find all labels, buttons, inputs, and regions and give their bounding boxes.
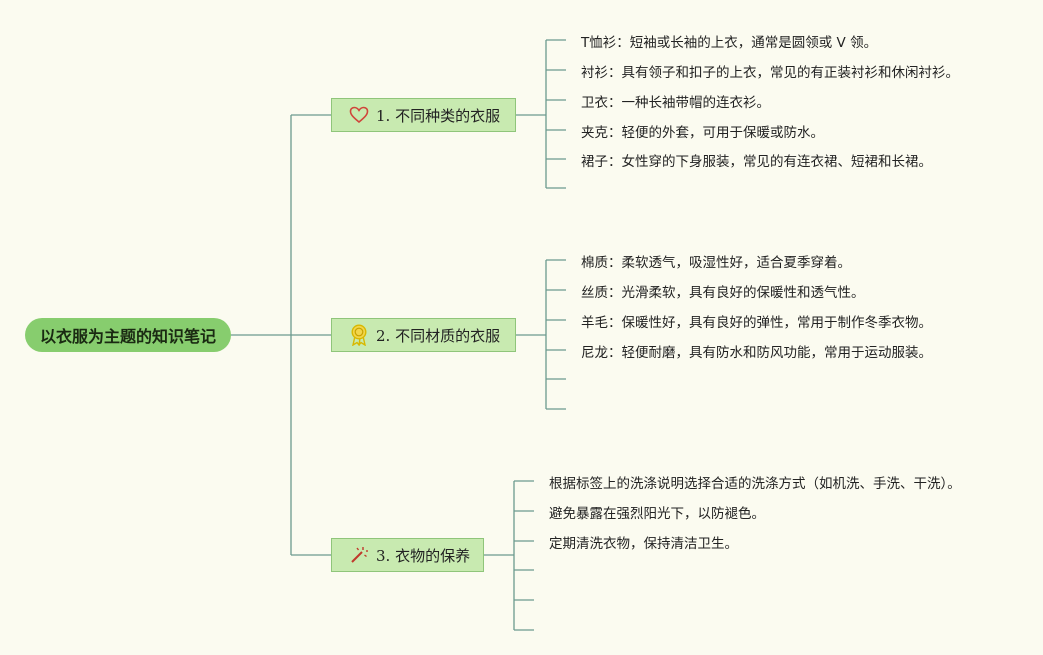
branch-label: 1. 不同种类的衣服 — [376, 106, 501, 125]
branch-label: 3. 衣物的保养 — [376, 546, 471, 565]
leaf-skirt[interactable]: 裙子：女性穿的下身服装，常见的有连衣裙、短裙和长裙。 — [581, 154, 932, 170]
leaf-shirt[interactable]: 衬衫：具有领子和扣子的上衣，常见的有正装衬衫和休闲衬衫。 — [581, 65, 959, 81]
branch-clothing-care[interactable]: 3. 衣物的保养 — [331, 538, 484, 572]
leaf-tshirt[interactable]: T恤衫：短袖或长袖的上衣，通常是圆领或 V 领。 — [581, 35, 878, 51]
branch-clothing-materials[interactable]: 2. 不同材质的衣服 — [331, 318, 516, 352]
leaf-cotton[interactable]: 棉质：柔软透气，吸湿性好，适合夏季穿着。 — [581, 255, 851, 271]
leaf-nylon[interactable]: 尼龙：轻便耐磨，具有防水和防风功能，常用于运动服装。 — [581, 345, 932, 361]
leaf-silk[interactable]: 丝质：光滑柔软，具有良好的保暖性和透气性。 — [581, 285, 865, 301]
heart-icon — [348, 104, 370, 126]
leaf-avoid-sun[interactable]: 避免暴露在强烈阳光下，以防褪色。 — [549, 506, 765, 522]
leaf-regular-wash[interactable]: 定期清洗衣物，保持清洁卫生。 — [549, 536, 738, 552]
magic-wand-icon — [348, 544, 370, 566]
leaf-wool[interactable]: 羊毛：保暖性好，具有良好的弹性，常用于制作冬季衣物。 — [581, 315, 932, 331]
branch-label: 2. 不同材质的衣服 — [376, 326, 501, 345]
root-title: 以衣服为主题的知识笔记 — [39, 327, 216, 346]
award-ribbon-icon — [348, 324, 370, 346]
leaf-washing-label[interactable]: 根据标签上的洗涤说明选择合适的洗涤方式（如机洗、手洗、干洗）。 — [549, 476, 961, 492]
root-node[interactable]: 以衣服为主题的知识笔记 — [25, 318, 231, 352]
branch-clothing-types[interactable]: 1. 不同种类的衣服 — [331, 98, 516, 132]
leaf-hoodie[interactable]: 卫衣：一种长袖带帽的连衣衫。 — [581, 95, 770, 111]
leaf-jacket[interactable]: 夹克：轻便的外套，可用于保暖或防水。 — [581, 125, 824, 141]
